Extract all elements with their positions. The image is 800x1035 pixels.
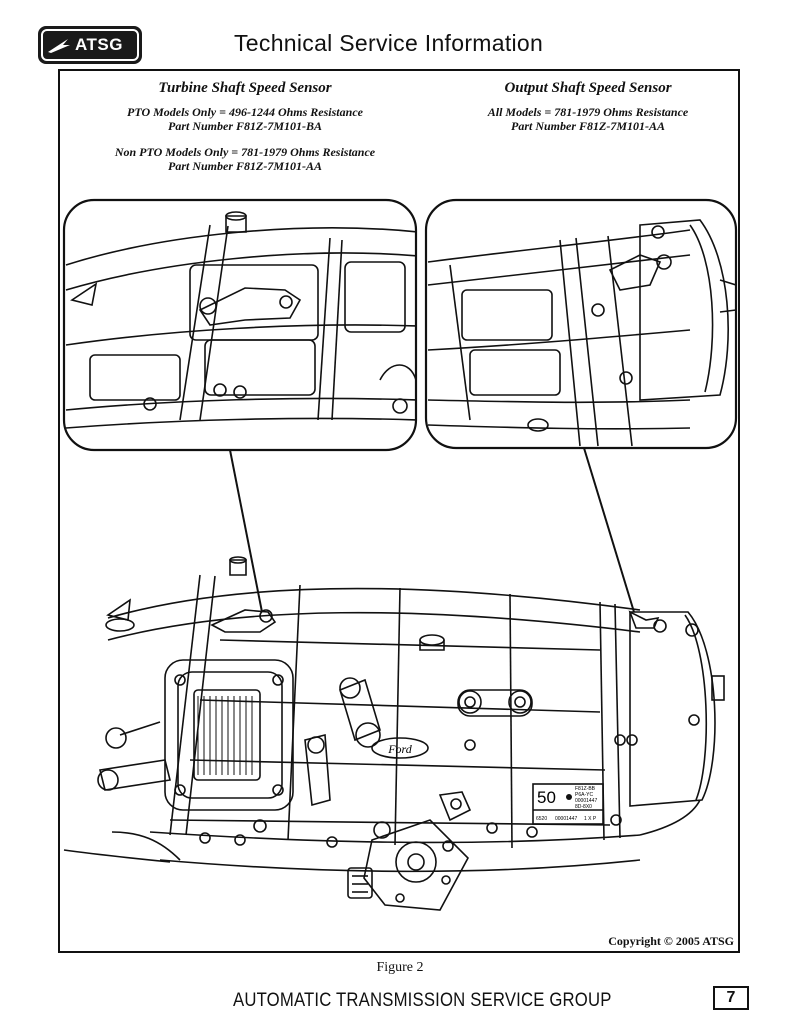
output-sensor-title: Output Shaft Speed Sensor (504, 80, 672, 96)
page-number: 7 (713, 986, 749, 1010)
output-part-number: Part Number F81Z-7M101-AA (510, 119, 665, 133)
ford-badge: Ford (387, 742, 413, 756)
output-sensor-info: Output Shaft Speed Sensor All Models = 7… (448, 80, 728, 133)
tag-bullet-icon (566, 794, 572, 800)
copyright-notice: Copyright © 2005 ATSG (608, 934, 734, 948)
turbine-sensor-detail (62, 198, 418, 452)
pto-part-number: Part Number F81Z-7M101-BA (167, 119, 322, 133)
tag-number: 50 (537, 788, 556, 807)
footer-title: AUTOMATIC TRANSMISSION SERVICE GROUP (233, 990, 612, 1011)
arrow-emblem-icon (48, 39, 70, 53)
non-pto-part-number: Part Number F81Z-7M101-AA (167, 159, 322, 173)
transmission-main-view (63, 556, 725, 911)
atsg-logo: ATSG (38, 26, 142, 64)
output-sensor-detail (424, 198, 738, 450)
pto-resistance: PTO Models Only = 496-1244 Ohms Resistan… (127, 105, 363, 119)
turbine-sensor-title: Turbine Shaft Speed Sensor (158, 80, 332, 96)
page-title: Technical Service Information (234, 30, 544, 56)
output-resistance: All Models = 781-1979 Ohms Resistance (487, 105, 689, 119)
tag-bottom-mid: 00001447 (555, 816, 577, 822)
tag-line1: F81Z-BB (575, 786, 596, 792)
tag-bottom-right: 1 X P (584, 816, 597, 822)
tag-line2: P6A-YC (575, 792, 593, 798)
content-frame (58, 69, 740, 953)
tag-bottom-left: 6520 (536, 816, 547, 822)
turbine-sensor-info: Turbine Shaft Speed Sensor PTO Models On… (90, 80, 400, 173)
tag-line4: 8D-8X0 (575, 804, 592, 810)
non-pto-resistance: Non PTO Models Only = 781-1979 Ohms Resi… (114, 145, 376, 159)
figure-caption: Figure 2 (376, 960, 424, 975)
tag-line3: 00001447 (575, 798, 597, 804)
logo-text: ATSG (75, 35, 123, 54)
